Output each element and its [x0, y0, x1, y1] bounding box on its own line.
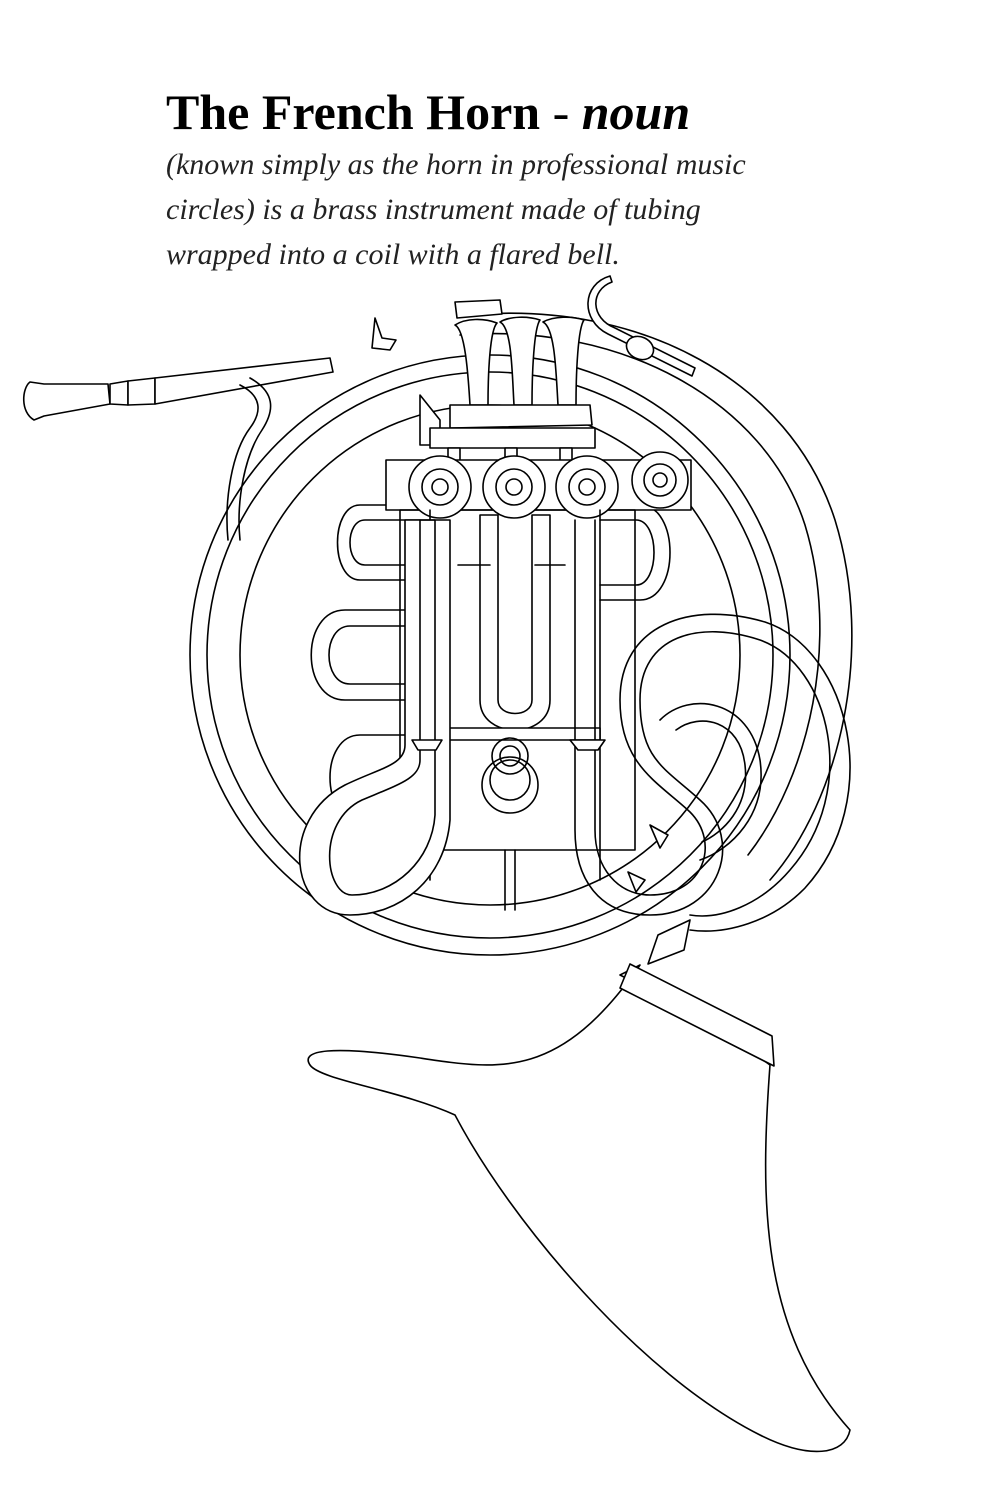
- central-slide: [458, 515, 565, 730]
- bell: [308, 920, 850, 1451]
- definition-line-2: circles) is a brass instrument made of t…: [166, 193, 701, 226]
- water-key: [588, 276, 695, 376]
- mouthpiece: [24, 378, 155, 420]
- entry-word: The French Horn: [166, 84, 541, 140]
- definition-line-1: (known simply as the horn in professiona…: [166, 148, 746, 181]
- definition-line-3: wrapped into a coil with a flared bell.: [166, 238, 620, 271]
- leadpipe: [155, 318, 396, 540]
- entry-separator: -: [552, 84, 570, 140]
- part-of-speech: noun: [581, 84, 691, 140]
- entry-definition: (known simply as the horn in professiona…: [166, 142, 926, 277]
- entry-title: The French Horn - noun: [166, 80, 690, 144]
- right-lower-loops: [570, 520, 850, 931]
- main-coil: [190, 313, 852, 955]
- left-lower-loop: [300, 520, 450, 915]
